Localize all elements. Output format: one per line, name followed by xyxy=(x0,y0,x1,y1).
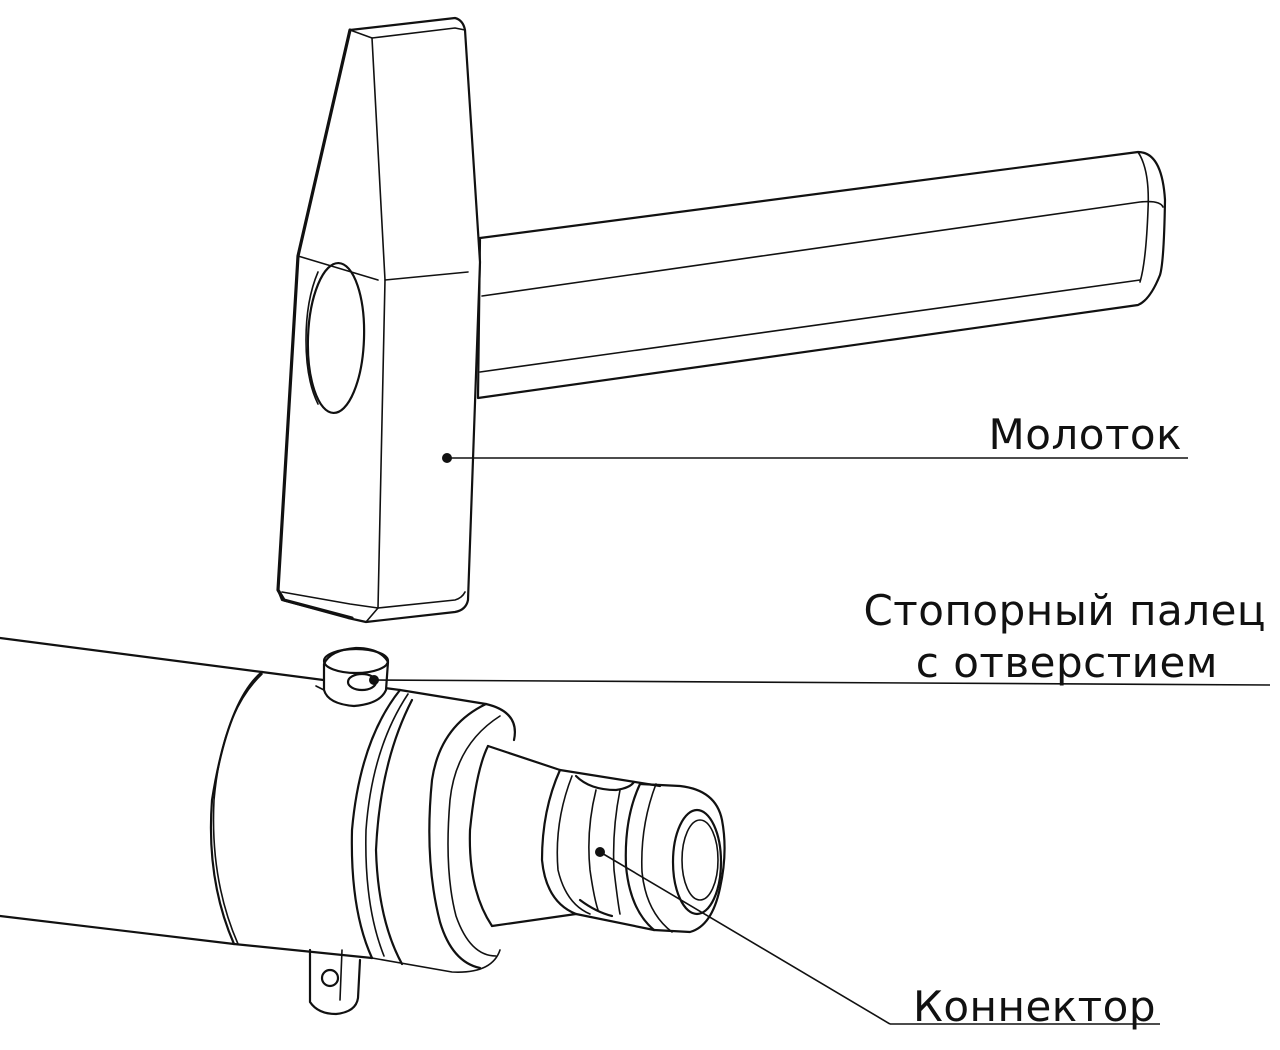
cylinder-body xyxy=(0,636,516,1016)
connector xyxy=(468,744,726,934)
label-locking-pin-line2: с отверстием xyxy=(915,638,1218,687)
locking-pin xyxy=(315,646,390,708)
bottom-lug xyxy=(308,948,362,1016)
label-locking-pin-line1: Стопорный палец xyxy=(863,586,1266,635)
leader-connector xyxy=(595,847,1160,1025)
leader-hammer xyxy=(442,453,1188,463)
hammer xyxy=(276,16,1167,624)
hammer-head xyxy=(276,16,482,624)
label-connector: Коннектор xyxy=(913,982,1156,1031)
leader-lines xyxy=(369,453,1271,1025)
hammer-handle xyxy=(476,150,1167,400)
leader-pin xyxy=(369,675,1271,686)
label-hammer: Молоток xyxy=(988,410,1182,459)
